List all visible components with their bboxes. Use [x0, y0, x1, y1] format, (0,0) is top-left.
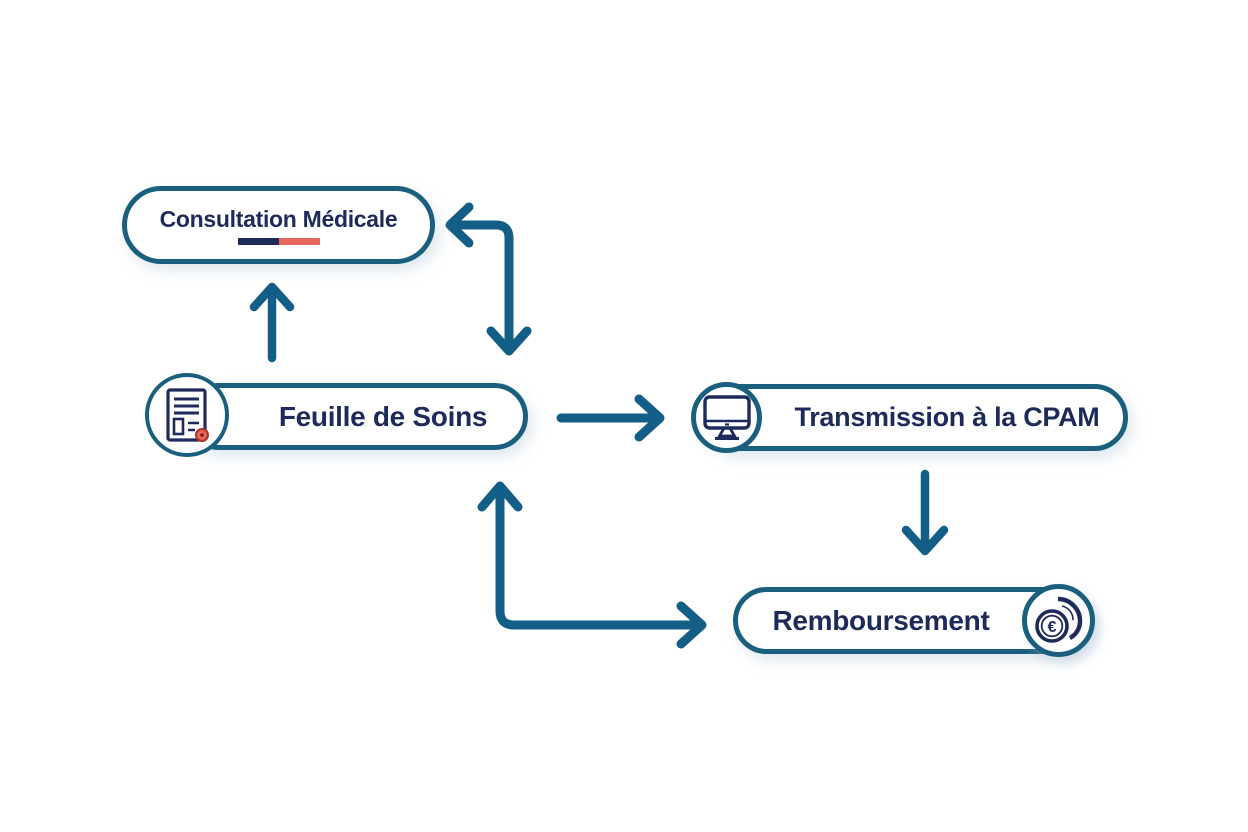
arrow-transmission-to-remboursement: [901, 469, 949, 556]
badge-feuille: [145, 373, 229, 457]
monitor-icon: [702, 395, 751, 440]
node-transmission-cpam: Transmission à la CPAM: [700, 384, 1128, 451]
arrow-remboursement-elbow-bidirectional: [477, 481, 707, 649]
arrow-consultation-elbow-bidirectional: [445, 202, 532, 356]
node-label-feuille: Feuille de Soins: [278, 400, 488, 432]
node-consultation-medicale: Consultation Médicale: [122, 186, 435, 264]
node-label-remboursement: Remboursement: [772, 604, 990, 636]
node-feuille-de-soins: Feuille de Soins: [186, 383, 528, 450]
arrow-feuille-to-consultation: [249, 282, 295, 363]
arrow-feuille-to-transmission: [556, 394, 665, 442]
underline-accent: [237, 237, 320, 245]
badge-remboursement: €: [1022, 584, 1095, 657]
euro-symbol: €: [1047, 619, 1056, 636]
underline-coral-segment: [278, 237, 320, 245]
euro-coin-icon: €: [1034, 596, 1082, 643]
underline-navy-segment: [237, 237, 279, 245]
document-icon: [166, 388, 209, 442]
node-label-transmission: Transmission à la CPAM: [794, 402, 1100, 432]
badge-transmission: [691, 382, 762, 453]
node-label-consultation: Consultation Médicale: [159, 205, 398, 232]
